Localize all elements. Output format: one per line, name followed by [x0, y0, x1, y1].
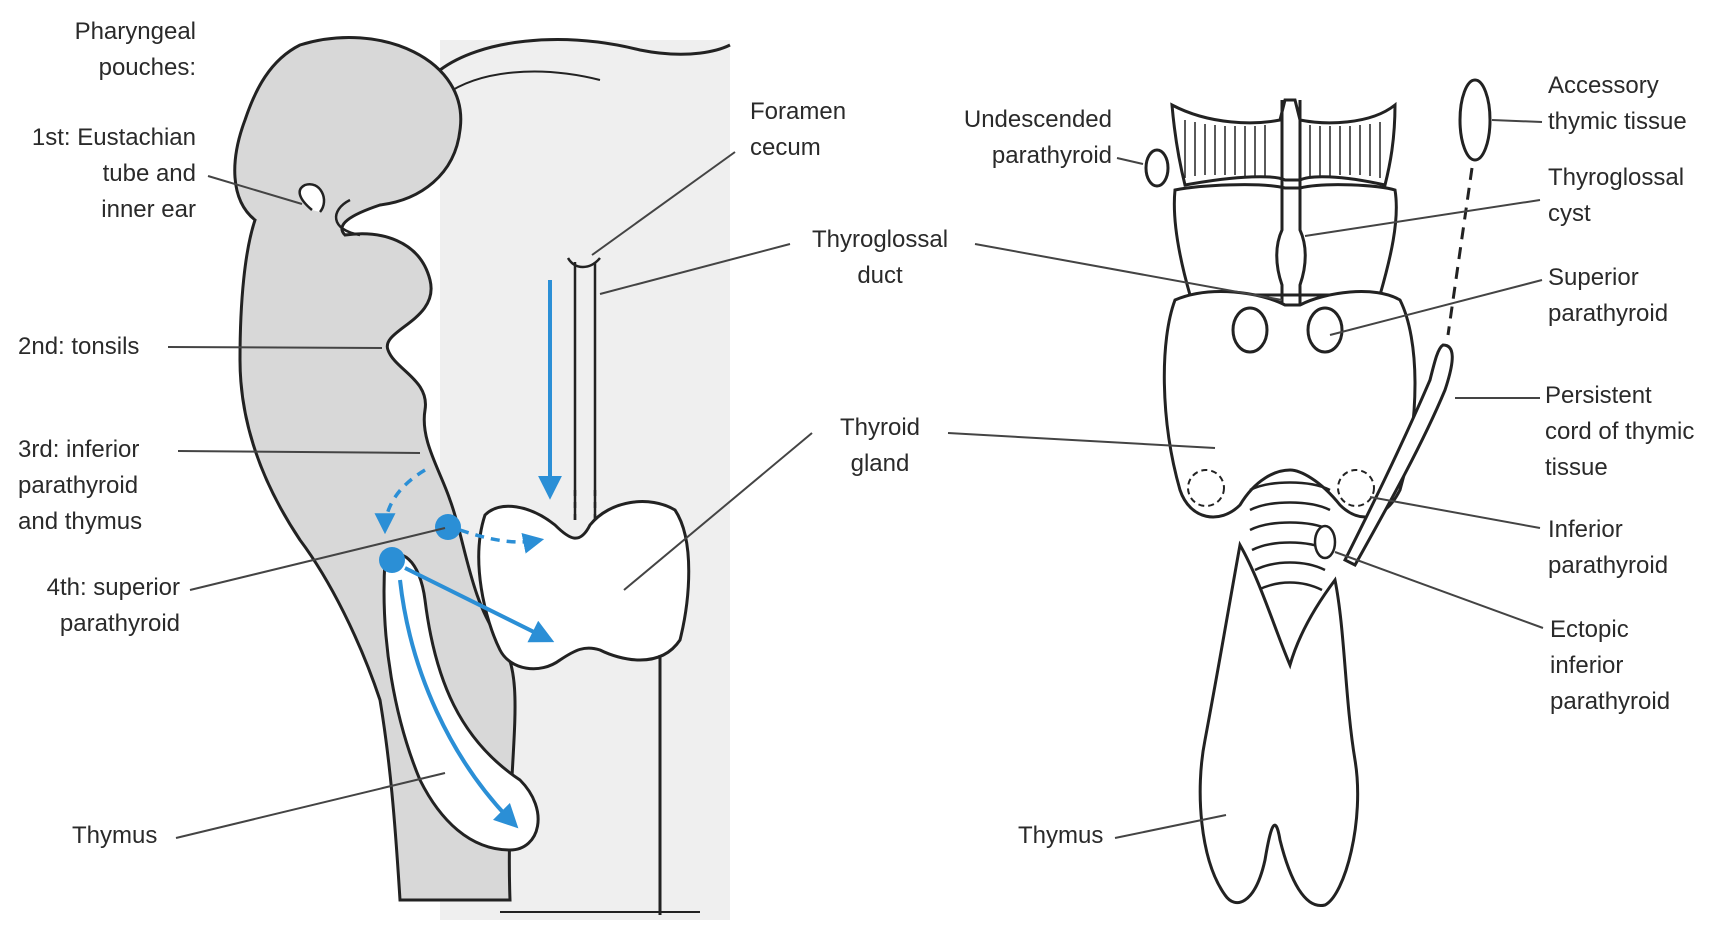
left-panel-drawing — [168, 38, 812, 920]
label-thyroglossal-cyst: Thyroglossal cyst — [1548, 160, 1684, 232]
label-thyroglossal-duct: Thyroglossal duct — [790, 222, 970, 294]
superior-parathyroid-right — [1308, 308, 1342, 352]
label-thyroid-gland-left: Thyroid gland — [810, 410, 950, 482]
leader-pouch2 — [168, 347, 382, 348]
accessory-dashed-cord — [1448, 168, 1472, 335]
label-accessory-thymic-tissue: Accessory thymic tissue — [1548, 68, 1687, 140]
leader-inferior-parathyroid — [1370, 497, 1540, 528]
label-thymus-left: Thymus — [72, 818, 157, 854]
label-pouch-2: 2nd: tonsils — [18, 329, 139, 365]
label-ectopic-inferior-parathyroid: Ectopic inferior parathyroid — [1550, 612, 1670, 720]
leader-ectopic — [1335, 552, 1543, 628]
label-foramen-cecum: Foramen cecum — [750, 94, 846, 166]
thymus-right — [1200, 545, 1357, 906]
label-pouch-3: 3rd: inferior parathyroid and thymus — [18, 432, 142, 540]
label-persistent-cord: Persistent cord of thymic tissue — [1545, 378, 1694, 486]
label-pouch-1: 1st: Eustachian tube and inner ear — [0, 120, 196, 228]
accessory-thymic-tissue — [1460, 80, 1490, 160]
thyroid-cartilage — [1174, 185, 1396, 295]
label-inferior-parathyroid: Inferior parathyroid — [1548, 512, 1668, 584]
label-thymus-right: Thymus — [1018, 818, 1103, 854]
label-superior-parathyroid: Superior parathyroid — [1548, 260, 1668, 332]
leader-accessory — [1492, 120, 1542, 122]
superior-parathyroid-left — [1233, 308, 1267, 352]
leader-undescended — [1117, 158, 1143, 164]
label-undescended-parathyroid: Undescended parathyroid — [920, 102, 1112, 174]
superior-parathyroid-dot — [435, 514, 461, 540]
inferior-parathyroid-dot — [379, 547, 405, 573]
label-pharyngeal-pouches: Pharyngeal pouches: — [20, 14, 196, 86]
right-panel-drawing — [948, 80, 1543, 906]
label-pouch-4: 4th: superior parathyroid — [0, 570, 180, 642]
undescended-parathyroid — [1146, 150, 1168, 186]
ectopic-inferior-parathyroid — [1315, 526, 1335, 558]
